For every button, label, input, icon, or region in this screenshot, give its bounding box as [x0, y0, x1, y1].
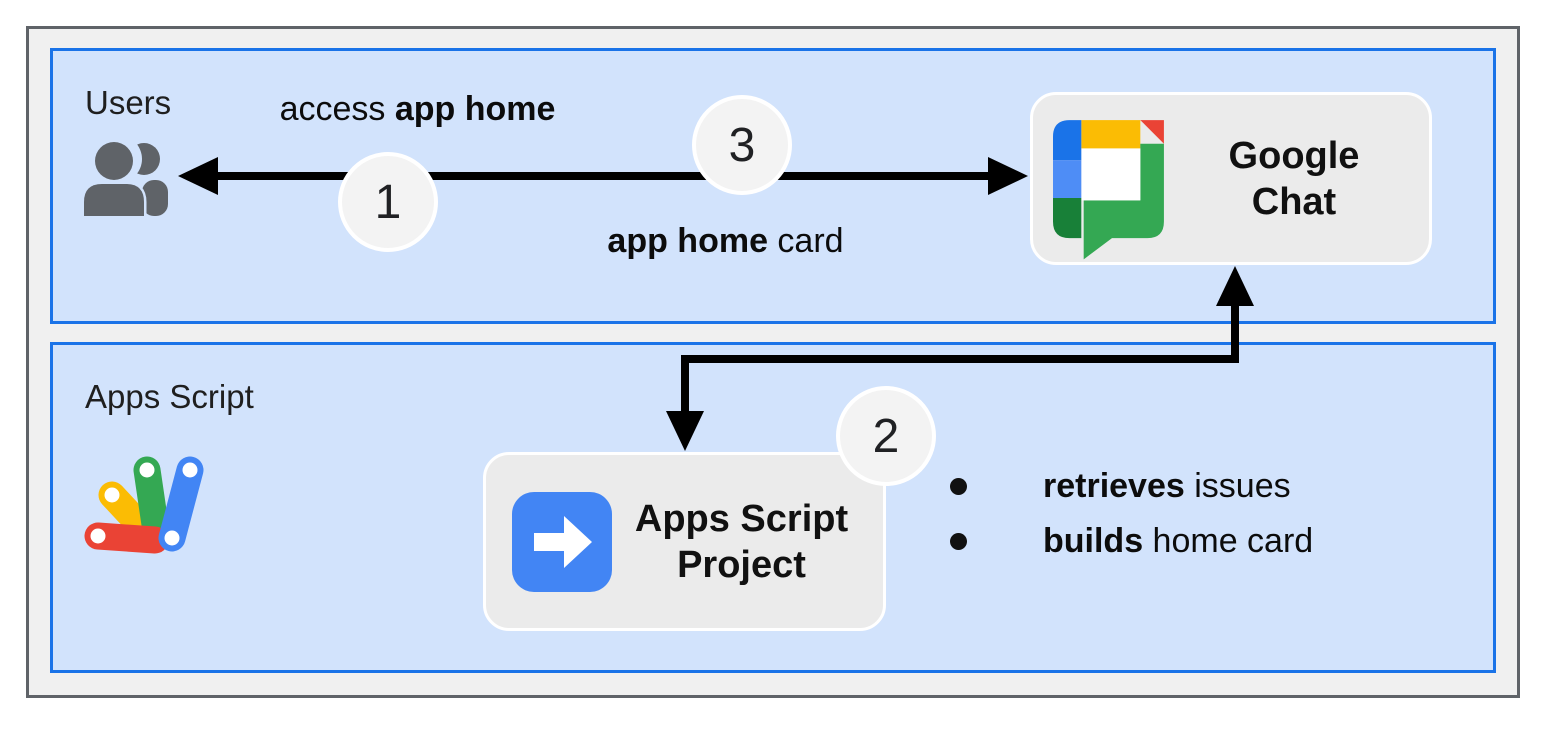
lane-users-label: Users: [85, 84, 172, 121]
bullet-2-bold: builds: [1043, 522, 1144, 560]
step-circle-3: 3: [692, 95, 792, 195]
project-actions-list: retrieves issues builds home card: [950, 466, 1313, 576]
google-chat-title: Google Chat: [1171, 133, 1429, 225]
bullet-1-regular: issues: [1184, 467, 1291, 505]
bullet-text: builds home card: [1043, 521, 1313, 561]
step-number-2: 2: [872, 409, 900, 463]
users-icon: [81, 136, 168, 219]
step-number-3: 3: [728, 118, 756, 172]
list-item: builds home card: [950, 521, 1313, 561]
google-chat-title-line1: Google: [1228, 134, 1360, 177]
step-number-1: 1: [374, 175, 402, 229]
lane-apps-script-label: Apps Script: [85, 378, 254, 415]
bullet-2-regular: home card: [1143, 522, 1314, 560]
node-google-chat: Google Chat: [1030, 92, 1432, 265]
flow-label-card-regular: card: [767, 222, 844, 260]
apps-script-project-title: Apps Script Project: [612, 496, 883, 588]
google-chat-title-line2: Chat: [1251, 180, 1337, 223]
google-chat-logo-icon: [1053, 120, 1164, 260]
flow-label-access-regular: access: [279, 90, 395, 128]
arrow-right-icon: [512, 491, 612, 592]
apps-script-project-title-line1: Apps Script: [634, 497, 849, 540]
step-circle-1: 1: [338, 152, 438, 252]
step-circle-2: 2: [836, 386, 936, 486]
bullet-dot: [950, 533, 967, 550]
flow-label-card-bold: app home: [607, 222, 768, 260]
bullet-dot: [950, 478, 967, 495]
bullet-1-bold: retrieves: [1043, 467, 1185, 505]
list-item: retrieves issues: [950, 466, 1313, 506]
node-apps-script-project: Apps Script Project: [483, 452, 886, 631]
apps-script-project-title-line2: Project: [677, 543, 806, 586]
flow-label-access-bold: app home: [394, 90, 556, 128]
flow-label-app-home-card: app home card: [538, 222, 913, 260]
apps-script-logo-icon: [84, 456, 204, 554]
bullet-text: retrieves issues: [1043, 466, 1291, 506]
flow-label-access-app-home: access app home: [230, 90, 605, 128]
